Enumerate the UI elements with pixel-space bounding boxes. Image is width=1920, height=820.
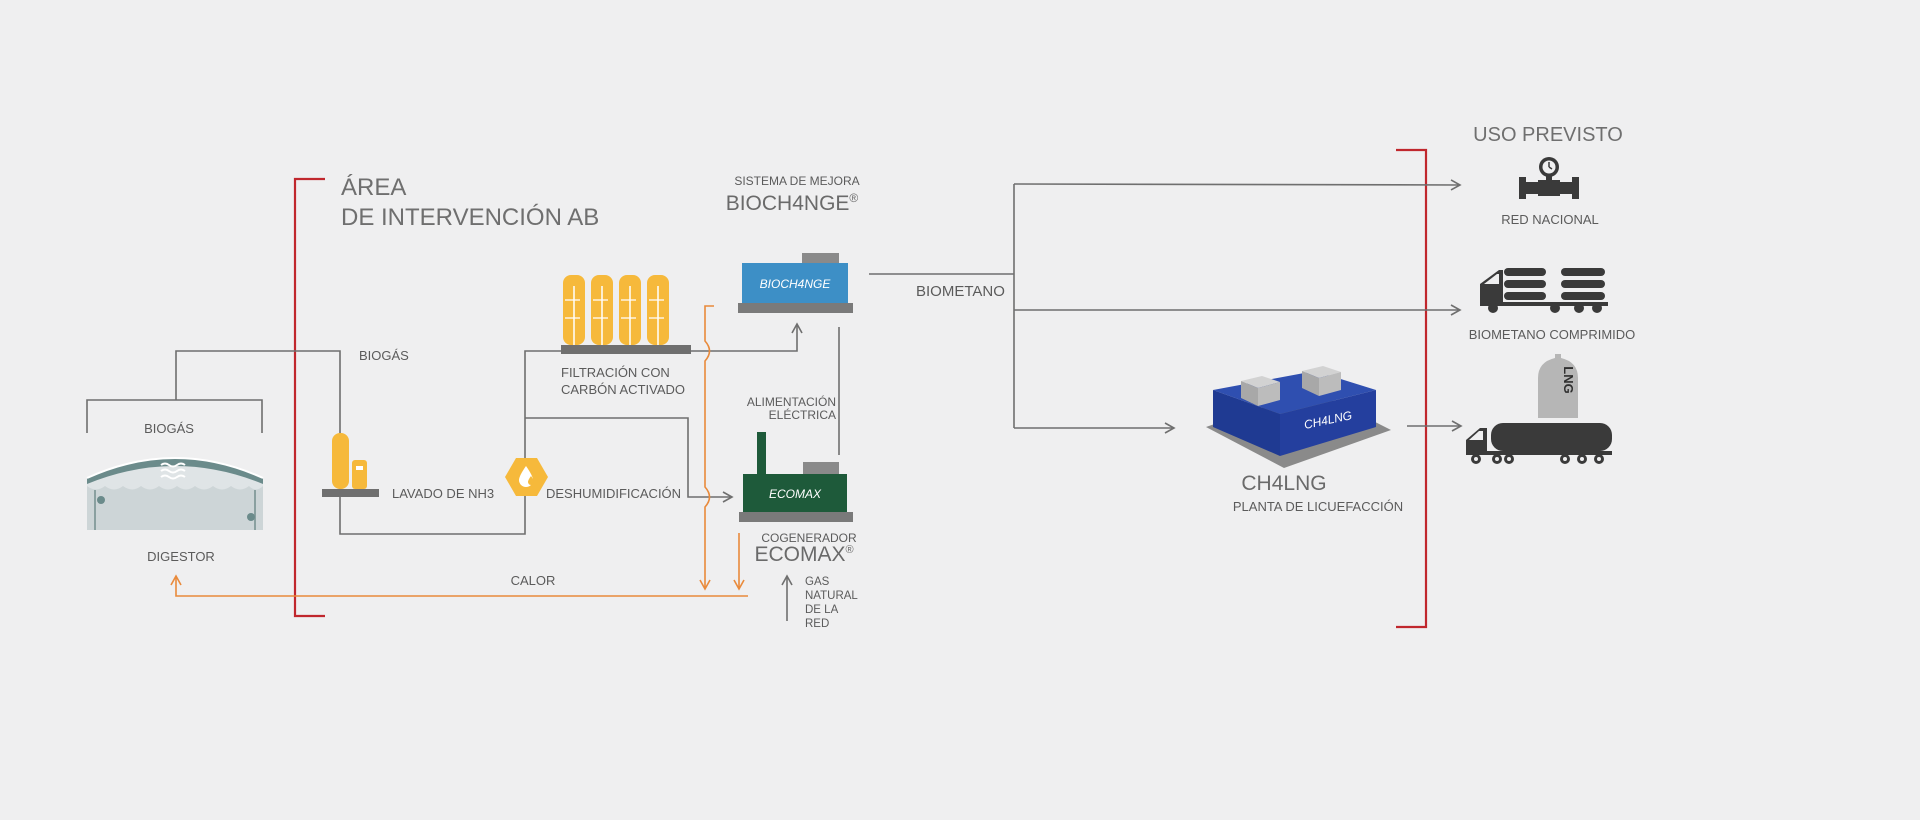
alimentacion-label-line1: ALIMENTACIÓN xyxy=(747,394,836,409)
ecomax-logo-text: ECOMAX xyxy=(769,487,822,501)
gas-red-line1: GAS xyxy=(805,576,830,588)
pipeline-icon xyxy=(1519,157,1579,199)
digestor-biogas-manifold xyxy=(86,350,690,535)
area-title-line1: ÁREA xyxy=(341,174,406,201)
calor-label: CALOR xyxy=(511,573,556,588)
digestor-label: DIGESTOR xyxy=(147,549,215,564)
filtration-to-upgrading-line xyxy=(690,322,803,352)
ch4lng-name: CH4LNG xyxy=(1241,472,1326,495)
cogenerador-caption: COGENERADOR xyxy=(761,531,857,545)
filtracion-label-line1: FILTRACIÓN CON xyxy=(561,365,670,380)
bioch4nge-logo-text: BIOCH4NGE xyxy=(760,277,832,291)
digestor-biogas-label: BIOGÁS xyxy=(144,421,194,436)
lng-tank-text: LNG xyxy=(1561,366,1576,393)
alimentacion-label-line2: ELÉCTRICA xyxy=(769,407,836,422)
uso-item-1-label: RED NACIONAL xyxy=(1501,212,1599,227)
truck-icon xyxy=(1480,268,1608,313)
digestor-icon xyxy=(86,457,264,530)
biomethane-to-national-grid-arrow xyxy=(1013,179,1462,191)
biogas-label: BIOGÁS xyxy=(359,348,409,363)
gas-red-line2: NATURAL xyxy=(805,590,858,602)
area-title-line2: DE INTERVENCIÓN AB xyxy=(341,204,599,231)
heat-supply-line-1 xyxy=(699,305,714,591)
gas-red-line4: RED xyxy=(805,618,829,630)
upgrading-name: BIOCH4NGE® xyxy=(726,191,859,215)
dehumidifier-icon xyxy=(505,458,548,496)
uso-item-2-label: BIOMETANO COMPRIMIDO xyxy=(1469,327,1636,342)
intervention-area-bracket xyxy=(293,177,325,618)
ecomax-unit-icon: ECOMAX xyxy=(739,432,853,522)
intended-use-bracket xyxy=(1396,148,1428,629)
lng-tanker-icon: LNG xyxy=(1466,354,1612,464)
ch4lng-subtitle: PLANTA DE LICUEFACCIÓN xyxy=(1233,499,1403,514)
biometano-label: BIOMETANO xyxy=(916,283,1005,300)
deshumidificacion-label: DESHUMIDIFICACIÓN xyxy=(546,486,681,501)
uso-previsto-title: USO PREVISTO xyxy=(1473,124,1623,146)
cogenerador-name: ECOMAX® xyxy=(754,543,853,566)
ammonia-scrubber-icon xyxy=(322,433,379,497)
filtracion-label-line2: CARBÓN ACTIVADO xyxy=(561,382,685,397)
heat-return-line xyxy=(170,574,748,597)
lavado-label: LAVADO DE NH3 xyxy=(392,486,494,501)
carbon-filters-icon xyxy=(561,275,691,354)
bioch4nge-unit-icon: BIOCH4NGE xyxy=(738,253,853,313)
gas-red-line3: DE LA xyxy=(805,604,839,616)
upgrading-caption: SISTEMA DE MEJORA xyxy=(734,174,859,188)
ch4lng-plant-icon: CH4LNG xyxy=(1206,366,1391,468)
